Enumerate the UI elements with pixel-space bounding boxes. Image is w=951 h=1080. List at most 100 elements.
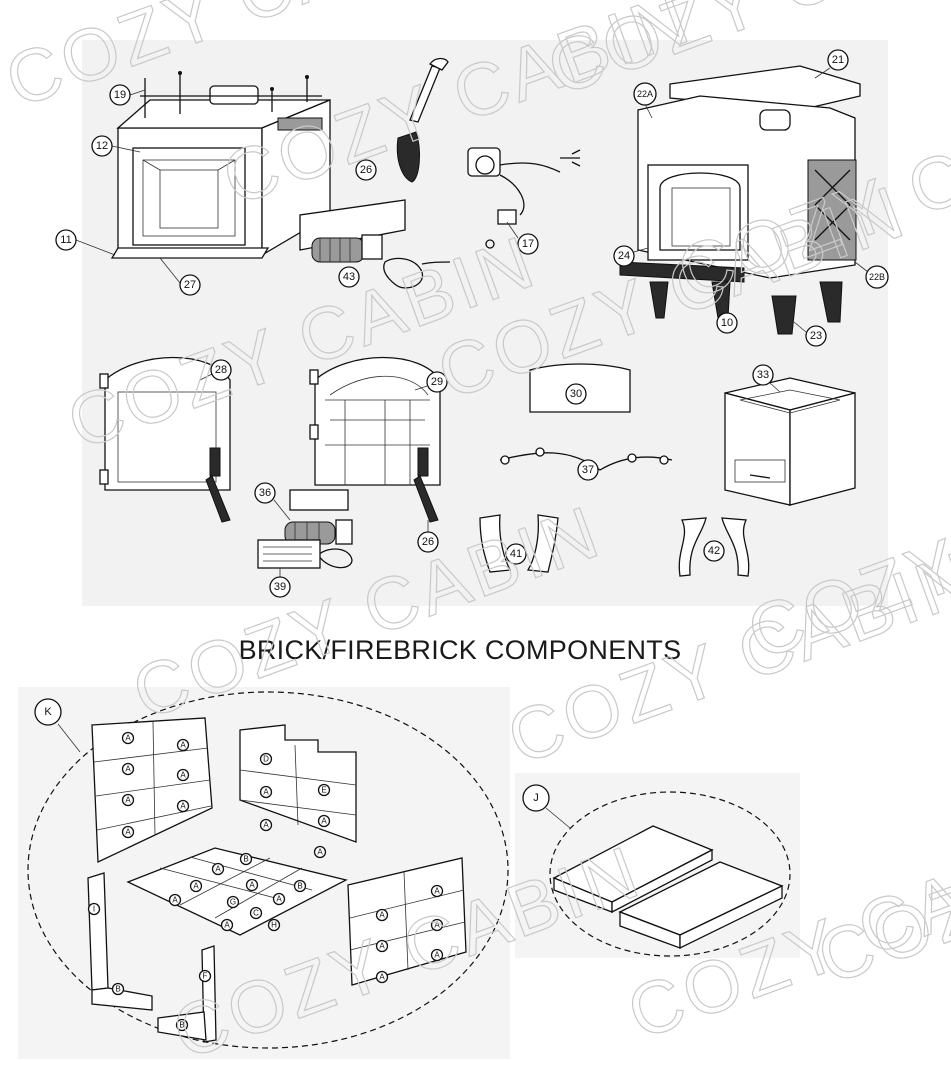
svg-text:A: A	[379, 911, 385, 920]
callout-28: 28	[199, 359, 232, 381]
group-k-label: K	[44, 706, 52, 718]
callout-23: 23	[793, 321, 827, 347]
svg-text:A: A	[180, 802, 186, 811]
svg-text:A: A	[180, 741, 186, 750]
callout-33-label: 33	[757, 369, 769, 381]
wiring-17-drawing	[467, 147, 581, 249]
svg-text:A: A	[215, 865, 221, 874]
blower-36-drawing	[257, 489, 353, 569]
brick-group-k: K A A A A A	[27, 691, 509, 1049]
callout-22a: 22A	[633, 82, 657, 119]
callout-29: 29	[414, 371, 448, 393]
door-29-drawing	[309, 356, 441, 523]
callout-41-label: 41	[510, 548, 522, 560]
callout-37: 37	[577, 459, 599, 481]
section-title: BRICK/FIREBRICK COMPONENTS	[239, 635, 682, 665]
callout-37-label: 37	[582, 464, 594, 476]
callout-12: 12	[91, 135, 141, 157]
svg-text:A: A	[321, 817, 327, 826]
callout-43: 43	[338, 266, 360, 288]
svg-text:A: A	[263, 821, 269, 830]
svg-text:A: A	[263, 788, 269, 797]
svg-text:E: E	[321, 786, 326, 795]
svg-text:A: A	[434, 951, 440, 960]
svg-text:A: A	[379, 942, 385, 951]
callout-11: 11	[55, 229, 116, 256]
callout-43-label: 43	[343, 271, 355, 283]
svg-text:B: B	[179, 1021, 184, 1030]
callout-29-label: 29	[431, 376, 443, 388]
callout-39-label: 39	[274, 581, 286, 593]
svg-text:B: B	[297, 882, 302, 891]
callout-11-label: 11	[60, 234, 71, 246]
svg-text:A: A	[125, 734, 131, 743]
callout-17: 17	[506, 221, 539, 255]
svg-text:B: B	[115, 985, 120, 994]
stove-body-drawing	[619, 65, 861, 335]
svg-text:A: A	[172, 896, 178, 905]
svg-text:A: A	[434, 887, 440, 896]
svg-text:H: H	[271, 921, 277, 930]
svg-text:I: I	[93, 905, 95, 914]
svg-text:A: A	[224, 921, 230, 930]
group-j-label: J	[533, 792, 539, 804]
callout-21: 21	[814, 49, 849, 79]
callout-22a-label: 22A	[637, 89, 653, 99]
callout-24: 24	[613, 245, 649, 267]
svg-text:A: A	[180, 771, 186, 780]
callout-17-label: 17	[522, 238, 534, 250]
svg-text:A: A	[125, 796, 131, 805]
callout-10: 10	[716, 295, 738, 334]
callout-30-label: 30	[570, 388, 582, 400]
firebox-insert-drawing	[110, 71, 331, 284]
callout-39: 39	[269, 568, 291, 598]
callout-22b: 22B	[854, 261, 889, 289]
rod-37-drawing	[499, 447, 673, 471]
legs-42-drawing	[678, 517, 750, 577]
callout-41: 41	[505, 543, 527, 565]
callout-33: 33	[752, 364, 781, 393]
svg-text:F: F	[203, 972, 208, 981]
svg-text:A: A	[249, 881, 255, 890]
svg-text:C: C	[253, 909, 259, 918]
callout-42: 42	[703, 540, 725, 562]
callout-23-label: 23	[810, 330, 822, 342]
callout-26b-label: 26	[422, 536, 434, 548]
svg-text:D: D	[263, 755, 269, 764]
brick-letter-markers: A A A A A A A D E A A A A B A A A B A G …	[87, 731, 444, 1032]
svg-text:A: A	[434, 921, 440, 930]
door-28-drawing	[99, 356, 231, 523]
svg-text:A: A	[317, 848, 323, 857]
callout-42-label: 42	[708, 545, 720, 557]
brick-group-j: J	[522, 784, 791, 957]
svg-text:A: A	[276, 895, 282, 904]
legs-41-drawing	[479, 514, 559, 573]
callout-28-label: 28	[215, 364, 227, 376]
callout-24-label: 24	[618, 250, 630, 262]
callout-26b: 26	[417, 520, 439, 553]
callout-12-label: 12	[96, 140, 108, 152]
ash-box-33-drawing	[724, 377, 856, 506]
callout-10-label: 10	[721, 317, 733, 329]
callout-30: 30	[565, 383, 587, 405]
callout-36-label: 36	[259, 487, 271, 499]
callout-36: 36	[254, 482, 291, 521]
callout-27-label: 27	[184, 279, 196, 291]
callout-19: 19	[109, 84, 146, 106]
svg-text:A: A	[125, 765, 131, 774]
svg-text:B: B	[243, 855, 248, 864]
callout-26a: 26	[355, 159, 377, 181]
svg-text:A: A	[125, 828, 131, 837]
blower-43-drawing	[299, 199, 451, 289]
svg-text:G: G	[230, 898, 236, 907]
svg-text:A: A	[379, 973, 385, 982]
callout-26a-label: 26	[360, 164, 372, 176]
svg-text:COZY CABIN: COZY CABIN	[807, 754, 951, 1000]
tool-26-drawing	[396, 57, 449, 183]
callout-22b-label: 22B	[869, 272, 885, 282]
callout-27: 27	[179, 274, 201, 296]
callout-19-label: 19	[114, 89, 126, 101]
callout-21-label: 21	[832, 54, 844, 66]
svg-text:A: A	[193, 882, 199, 891]
